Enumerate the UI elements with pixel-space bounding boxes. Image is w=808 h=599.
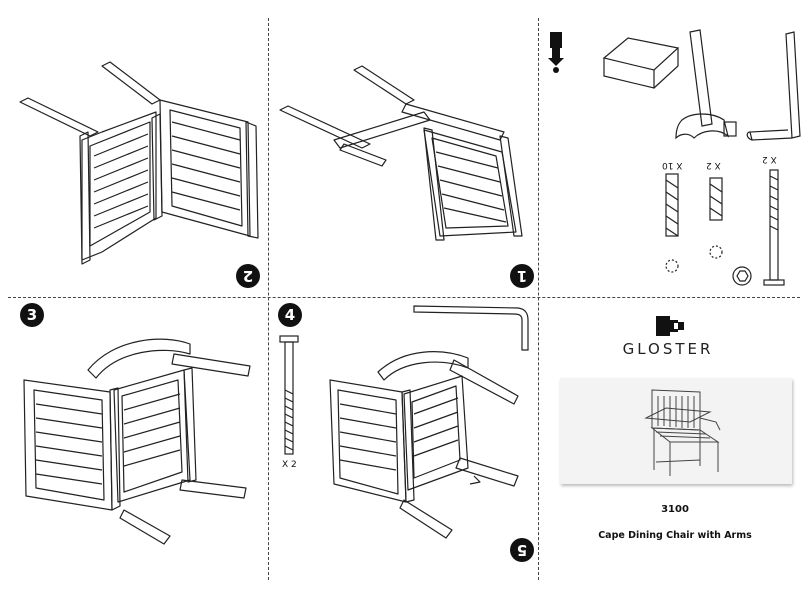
dowel-quantity: X 10 [662,160,683,170]
brand-name: GLOSTER [622,340,714,358]
step-1-illustration [274,40,536,290]
tools-and-parts: X 10 X 2 X 2 [542,20,804,295]
wood-block-icon [602,37,680,89]
step-5-number: 5 [510,538,534,562]
step-1-number: 1 [510,264,534,288]
brand-logo [656,316,688,338]
product-name: Cape Dining Chair with Arms [598,530,752,541]
product-photo [560,378,792,484]
step-2-illustration [10,40,265,290]
step-3-illustration [14,330,266,585]
mallet-icon [548,32,564,73]
insert-quantity: X 2 [706,160,721,170]
divider-vertical-right [538,18,539,580]
allen-key-icon [746,31,801,141]
step-4-number: 4 [278,303,302,327]
step-3-number: 3 [20,303,44,327]
divider-vertical-left [268,18,269,580]
step-2-number: 2 [236,264,260,288]
bolt-quantity: X 2 [762,154,777,164]
hammer-icon [675,29,737,140]
step-4-illustration: X 2 [274,300,536,582]
product-model-number: 3100 [661,504,689,515]
step-4-bolt-quantity: X 2 [282,460,297,470]
divider-horizontal [8,297,800,298]
